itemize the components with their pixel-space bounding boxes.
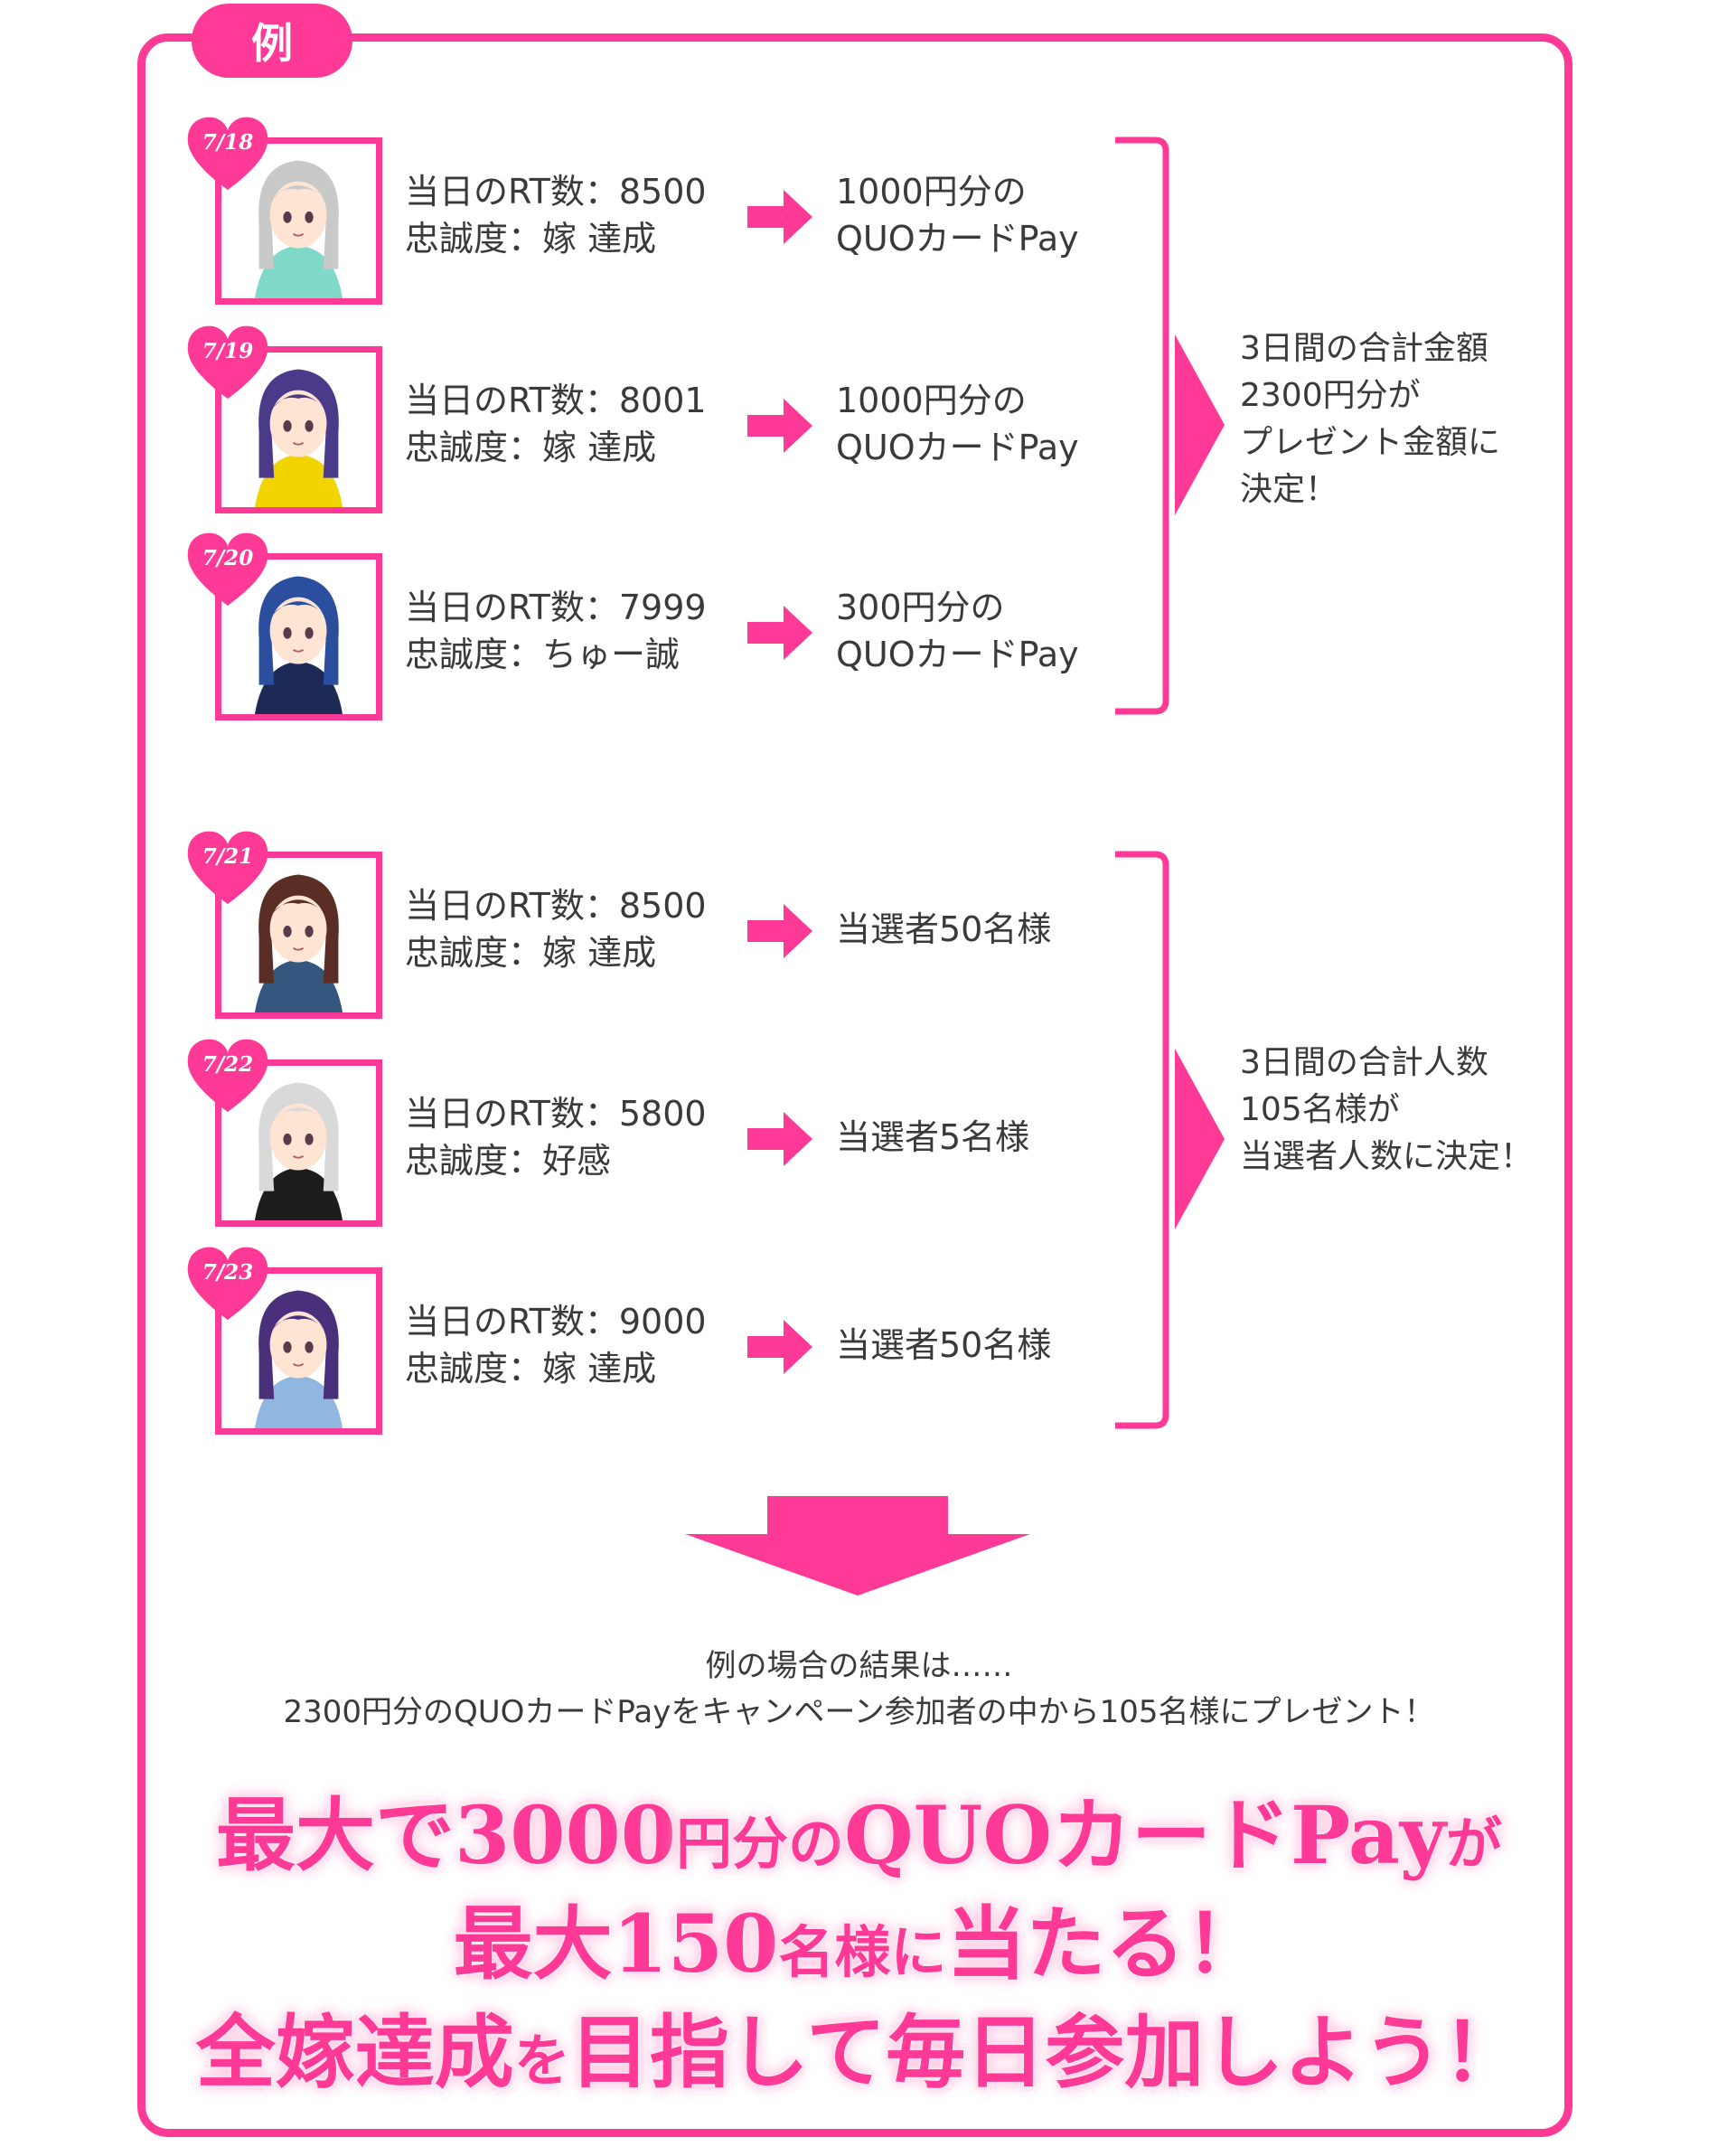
day-result: 1000円分の QUOカードPay [836, 377, 1079, 471]
group1-bracket [1115, 137, 1169, 715]
right-arrow-icon [747, 190, 812, 244]
result-line1: 当選者50名様 [836, 909, 1052, 949]
right-arrow-icon [747, 399, 812, 453]
group1-total-arrow [1175, 334, 1225, 515]
result-line1: 当選者5名様 [836, 1117, 1030, 1157]
result-line1: 300円分の [836, 588, 1005, 627]
date-heart-badge: 7/20 [184, 530, 271, 607]
loyalty-level: 忠誠度：嫁 達成 [405, 428, 657, 467]
day-result: 300円分の QUOカードPay [836, 584, 1079, 678]
day-stats: 当日のRT数：7999 忠誠度：ちゅー誠 [405, 584, 707, 678]
result-line1: 1000円分の [836, 172, 1027, 212]
date-heart-badge: 7/19 [184, 323, 271, 400]
rt-count: 当日のRT数：8500 [405, 886, 707, 926]
result-line2: QUOカードPay [836, 219, 1079, 259]
rt-count: 当日のRT数：8001 [405, 381, 707, 420]
date-label: 7/21 [202, 844, 254, 869]
group2-total-arrow [1175, 1049, 1225, 1229]
day-stats: 当日のRT数：9000 忠誠度：嫁 達成 [405, 1298, 707, 1392]
rt-count: 当日のRT数：9000 [405, 1302, 707, 1342]
day-result: 当選者5名様 [836, 1114, 1029, 1161]
date-heart-badge: 7/22 [184, 1036, 271, 1114]
down-arrow-icon [685, 1496, 1030, 1596]
group1-total-text: 3日間の合計金額 2300円分が プレゼント金額に 決定！ [1240, 330, 1501, 508]
day-result: 1000円分の QUOカードPay [836, 168, 1079, 262]
right-arrow-icon [747, 1112, 812, 1166]
right-arrow-icon [747, 1320, 812, 1374]
date-label: 7/18 [202, 130, 254, 155]
day-result: 当選者50名様 [836, 1322, 1051, 1369]
day-stats: 当日のRT数：8001 忠誠度：嫁 達成 [405, 377, 707, 471]
result-line2: QUOカードPay [836, 635, 1079, 674]
group2-total-text: 3日間の合計人数 105名様が 当選者人数に決定！ [1240, 1044, 1534, 1175]
date-label: 7/22 [202, 1052, 254, 1077]
headline-line2: 最大150名様に当たる！ [453, 1897, 1265, 1991]
date-label: 7/23 [202, 1260, 254, 1285]
example-tab: 例 [192, 4, 352, 78]
day-stats: 当日のRT数：8500 忠誠度：嫁 達成 [405, 882, 707, 976]
right-arrow-icon [747, 606, 812, 660]
headline-line3: 全嫁達成を目指して毎日参加しよう！ [195, 2005, 1523, 2099]
date-heart-badge: 7/21 [184, 828, 271, 906]
rt-count: 当日のRT数：5800 [405, 1094, 707, 1134]
rt-count: 当日のRT数：7999 [405, 588, 707, 627]
brown-hair-character-portrait [215, 852, 382, 1019]
result-line1: 1000円分の [836, 381, 1027, 420]
summary-line1: 例の場合の結果は…… [705, 1648, 1013, 1684]
loyalty-level: 忠誠度：ちゅー誠 [405, 635, 681, 674]
date-heart-badge: 7/23 [184, 1244, 271, 1322]
day-stats: 当日のRT数：8500 忠誠度：嫁 達成 [405, 168, 707, 262]
tiger-hood-character-portrait [215, 346, 382, 513]
character-illustration [221, 353, 376, 507]
date-heart-badge: 7/18 [184, 114, 271, 192]
rt-count: 当日のRT数：8500 [405, 172, 707, 212]
loyalty-level: 忠誠度：嫁 達成 [405, 933, 657, 973]
headline-line1: 最大で3000円分のQUOカードPayが [216, 1788, 1502, 1882]
day-result: 当選者50名様 [836, 906, 1051, 953]
character-illustration [221, 858, 376, 1012]
date-label: 7/19 [202, 339, 254, 363]
summary-line2: 2300円分のQUOカードPayをキャンペーン参加者の中から105名様にプレゼン… [283, 1694, 1435, 1730]
right-arrow-icon [747, 904, 812, 958]
day-stats: 当日のRT数：5800 忠誠度：好感 [405, 1090, 707, 1184]
result-line2: QUOカードPay [836, 428, 1079, 467]
loyalty-level: 忠誠度：嫁 達成 [405, 1349, 657, 1389]
result-line1: 当選者50名様 [836, 1325, 1052, 1365]
group2-bracket [1115, 851, 1169, 1429]
date-label: 7/20 [202, 546, 254, 570]
loyalty-level: 忠誠度：嫁 達成 [405, 219, 657, 259]
loyalty-level: 忠誠度：好感 [405, 1141, 612, 1181]
